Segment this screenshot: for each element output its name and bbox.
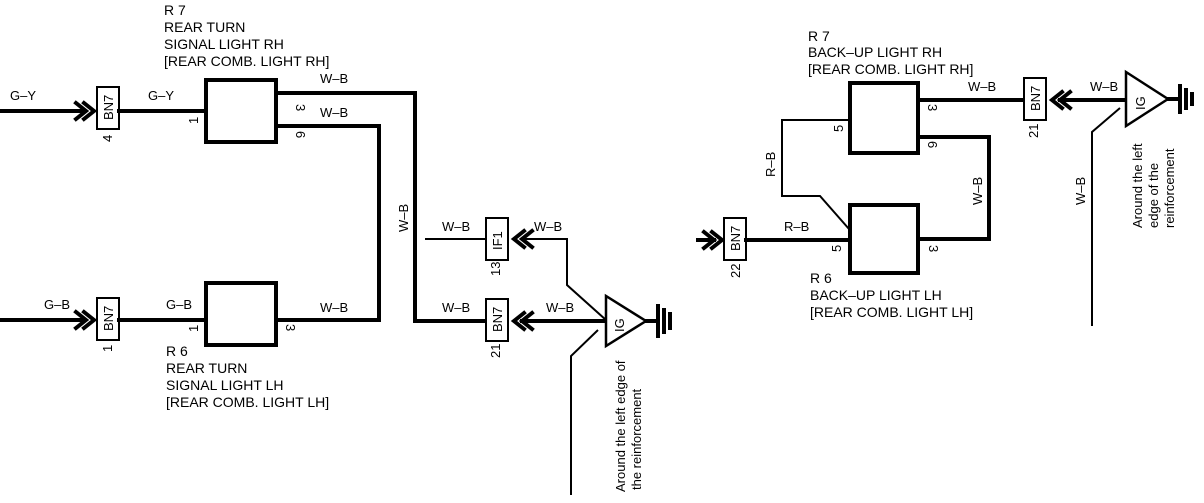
connector-bn7-d-label: BN7 xyxy=(728,226,743,251)
wire-label-wb-vertical: W–B xyxy=(396,204,411,232)
component-r6-turn-location: [REAR COMB. LIGHT LH] xyxy=(166,394,329,410)
connector-arrow-bn7-c xyxy=(510,310,527,332)
component-r6-turn-id: R 6 xyxy=(166,343,188,359)
component-r6-backup-box xyxy=(848,203,920,275)
component-r7-turn-location: [REAR COMB. LIGHT RH] xyxy=(164,53,329,69)
component-r6-backup-id: R 6 xyxy=(810,270,832,286)
wire-label-wb-gnd-right-vertical: W–B xyxy=(1073,177,1088,205)
ground-ig-left-leader xyxy=(570,329,599,495)
connector-if1-label: IF1 xyxy=(490,231,505,250)
connector-bn7-c-label: BN7 xyxy=(490,307,505,332)
ground-ig-right-label: IG xyxy=(1133,96,1148,110)
connector-arrow-gb-2 xyxy=(81,309,98,331)
connector-bn7-d-pin: 22 xyxy=(728,264,743,278)
component-r7-turn-id: R 7 xyxy=(164,2,186,18)
component-r6-turn-name2: SIGNAL LIGHT LH xyxy=(166,377,283,393)
ground-ig-right-note1: Around the left xyxy=(1130,143,1145,228)
connector-arrow-bn7-d xyxy=(701,229,718,251)
ground-ig-left-note1: Around the left edge of xyxy=(613,360,628,492)
ground-ig-right-note2: edge of the xyxy=(1146,163,1161,228)
pin-r6-backup-3: 3 xyxy=(926,245,941,252)
ground-ig-right xyxy=(1124,69,1171,129)
wire-label-rb-vertical: R–B xyxy=(763,152,778,177)
wire-wb-if1-right xyxy=(522,238,607,321)
pin-r7-turn-in: 1 xyxy=(186,117,201,124)
connector-arrow-if1 xyxy=(510,228,527,250)
connector-if1-pin: 13 xyxy=(488,262,503,276)
pin-r7-turn-6: 6 xyxy=(293,131,308,138)
wire-label-rb-horizontal: R–B xyxy=(784,219,809,234)
connector-arrow-gy xyxy=(73,100,90,122)
connector-arrow-gy-2 xyxy=(81,100,98,122)
connector-bn7-c xyxy=(485,298,509,342)
component-r7-backup-id: R 7 xyxy=(808,28,830,44)
component-r7-backup-name: BACK–UP LIGHT RH xyxy=(808,44,942,60)
component-r7-backup-location: [REAR COMB. LIGHT RH] xyxy=(808,61,973,77)
connector-bn7-e-label: BN7 xyxy=(1028,86,1043,111)
pin-r6-turn-3: 3 xyxy=(283,324,298,331)
wire-rb-vertical xyxy=(781,119,850,230)
wire-label-wb-backup-top: W–B xyxy=(968,79,996,94)
component-r6-turn-box xyxy=(204,281,278,347)
wire-label-wb-if1-left: W–B xyxy=(442,219,470,234)
connector-bn7-e xyxy=(1023,77,1047,121)
ground-ig-left xyxy=(604,293,649,349)
wire-wb-r7-6 xyxy=(274,124,381,322)
connector-arrow-bn7-e xyxy=(1048,89,1065,111)
connector-bn7-c-pin: 21 xyxy=(488,344,503,358)
pin-r7-turn-3: 3 xyxy=(293,104,308,111)
connector-arrow-gb xyxy=(73,309,90,331)
wire-label-gb-in: G–B xyxy=(44,297,70,312)
ground-ig-right-note3: reinforcement xyxy=(1162,148,1177,228)
wire-label-wb-if1-right: W–B xyxy=(534,219,562,234)
ground-ig-right-leader xyxy=(1091,107,1121,326)
component-r6-backup-name: BACK–UP LIGHT LH xyxy=(810,287,942,303)
pin-r6-backup-in: 5 xyxy=(829,245,844,252)
connector-bn7-a-label: BN7 xyxy=(101,95,116,120)
wire-label-wb-r7-6: W–B xyxy=(320,105,348,120)
wire-label-wb-r7-3: W–B xyxy=(320,71,348,86)
component-r7-backup-box xyxy=(848,81,920,155)
wire-wb-r7-3 xyxy=(274,91,488,323)
pin-r7-backup-3: 3 xyxy=(925,104,940,111)
component-r7-turn-box xyxy=(204,78,278,144)
wire-label-wb-bn7-left: W–B xyxy=(442,300,470,315)
component-r7-turn-name1: REAR TURN xyxy=(164,19,245,35)
wire-wb-backup-right xyxy=(916,135,991,241)
component-r6-turn-name1: REAR TURN xyxy=(166,360,247,376)
wire-label-gb-mid: G–B xyxy=(166,297,192,312)
connector-bn7-b-label: BN7 xyxy=(101,306,116,331)
ground-ig-left-note2: the reinforcement xyxy=(629,388,644,490)
pin-r7-backup-6: 6 xyxy=(925,141,940,148)
wire-label-gy-mid: G–Y xyxy=(148,88,174,103)
connector-bn7-a xyxy=(96,86,120,130)
wire-label-wb-backup-right: W–B xyxy=(970,177,985,205)
connector-bn7-a-pin: 4 xyxy=(100,135,115,142)
ground-ig-left-label: IG xyxy=(612,318,627,332)
wire-label-gy-in: G–Y xyxy=(10,88,36,103)
connector-bn7-b-pin: 1 xyxy=(100,345,115,352)
component-r7-turn-name2: SIGNAL LIGHT RH xyxy=(164,36,284,52)
connector-bn7-e-pin: 21 xyxy=(1026,124,1041,138)
pin-r7-backup-in: 5 xyxy=(831,125,846,132)
wire-label-wb-bn7-right: W–B xyxy=(546,300,574,315)
component-r6-backup-location: [REAR COMB. LIGHT LH] xyxy=(810,304,973,320)
wire-label-wb-r6-3: W–B xyxy=(320,300,348,315)
pin-r6-turn-in: 1 xyxy=(186,325,201,332)
connector-if1 xyxy=(485,217,509,261)
connector-arrow-bn7-d-2 xyxy=(709,229,726,251)
wire-label-wb-gnd-right-top: W–B xyxy=(1090,79,1118,94)
